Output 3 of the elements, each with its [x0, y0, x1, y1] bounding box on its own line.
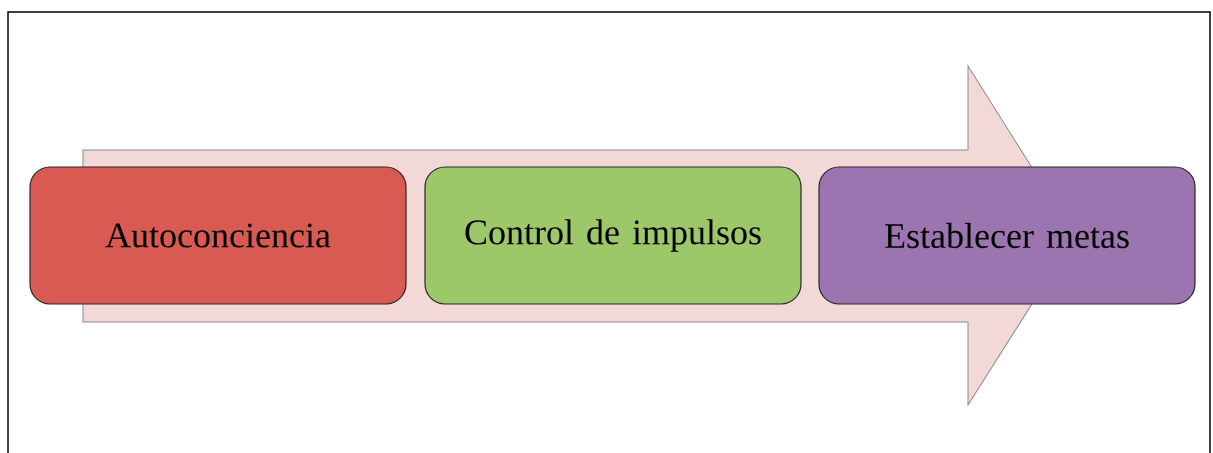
- process-box: Control de impulsos: [424, 166, 802, 305]
- process-box: Autoconciencia: [29, 166, 407, 305]
- process-box: Establecer metas: [818, 166, 1196, 305]
